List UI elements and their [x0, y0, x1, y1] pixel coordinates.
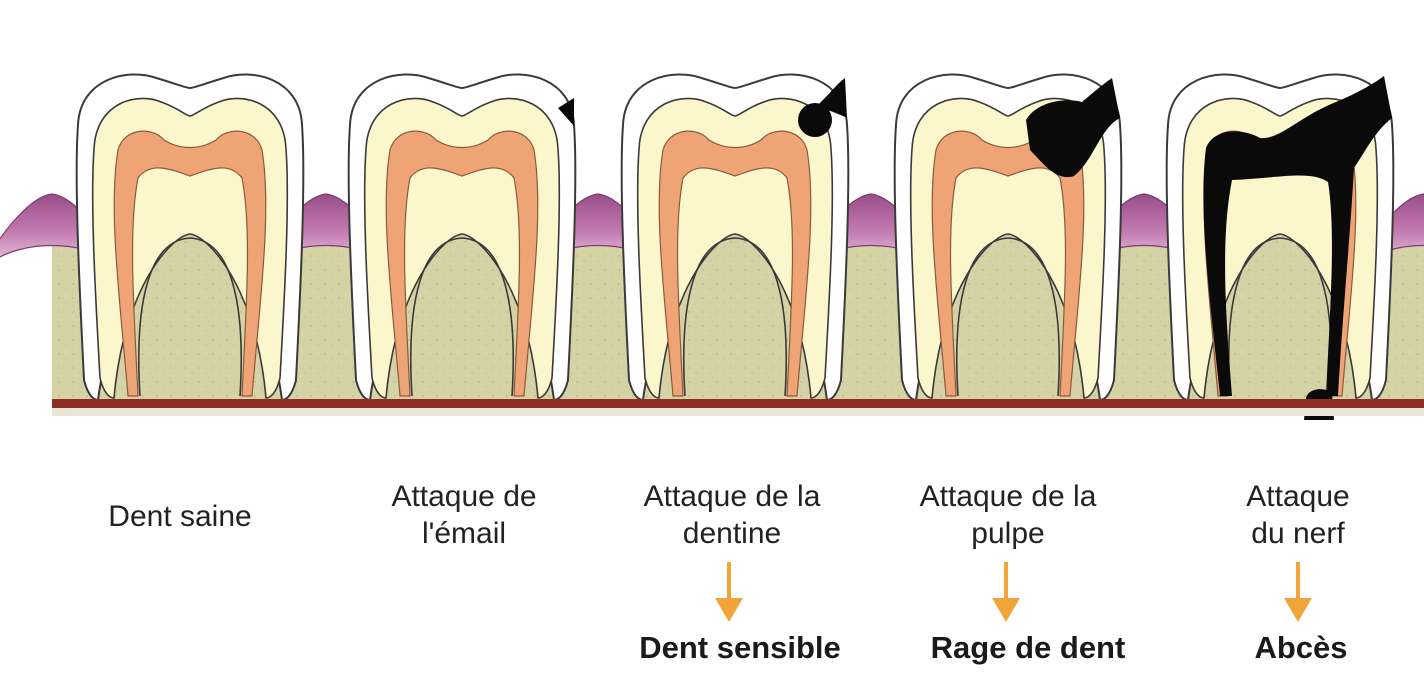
- arrow-down-icon: [715, 562, 743, 622]
- stage-label-dentine-attack: Attaque de la dentine: [643, 480, 821, 550]
- tooth-pulp-attack: [893, 73, 1123, 402]
- outcome-sensitive-tooth: Dent sensible: [639, 630, 841, 665]
- tooth-dentine-attack: [620, 73, 850, 402]
- stage-label-pulp-attack: Attaque de la pulpe: [919, 480, 1097, 550]
- jaw-base-line: [52, 399, 1424, 408]
- stage-label-healthy-tooth: Dent saine: [108, 500, 252, 533]
- arrow-down-icon: [1284, 562, 1312, 622]
- tooth-healthy: [75, 73, 305, 402]
- teeth-row: [75, 73, 1395, 420]
- tooth-enamel-attack: [347, 73, 577, 402]
- outcome-toothache: Rage de dent: [930, 630, 1126, 665]
- stage-label-nerf-attack: Attaque du nerf: [1246, 480, 1350, 550]
- stage-label-enamel-attack: Attaque de l'émail: [391, 480, 537, 550]
- arrow-down-icon: [992, 562, 1020, 622]
- outcome-abscess: Abcès: [1254, 630, 1348, 665]
- tooth-nerf-attack: [1165, 73, 1395, 420]
